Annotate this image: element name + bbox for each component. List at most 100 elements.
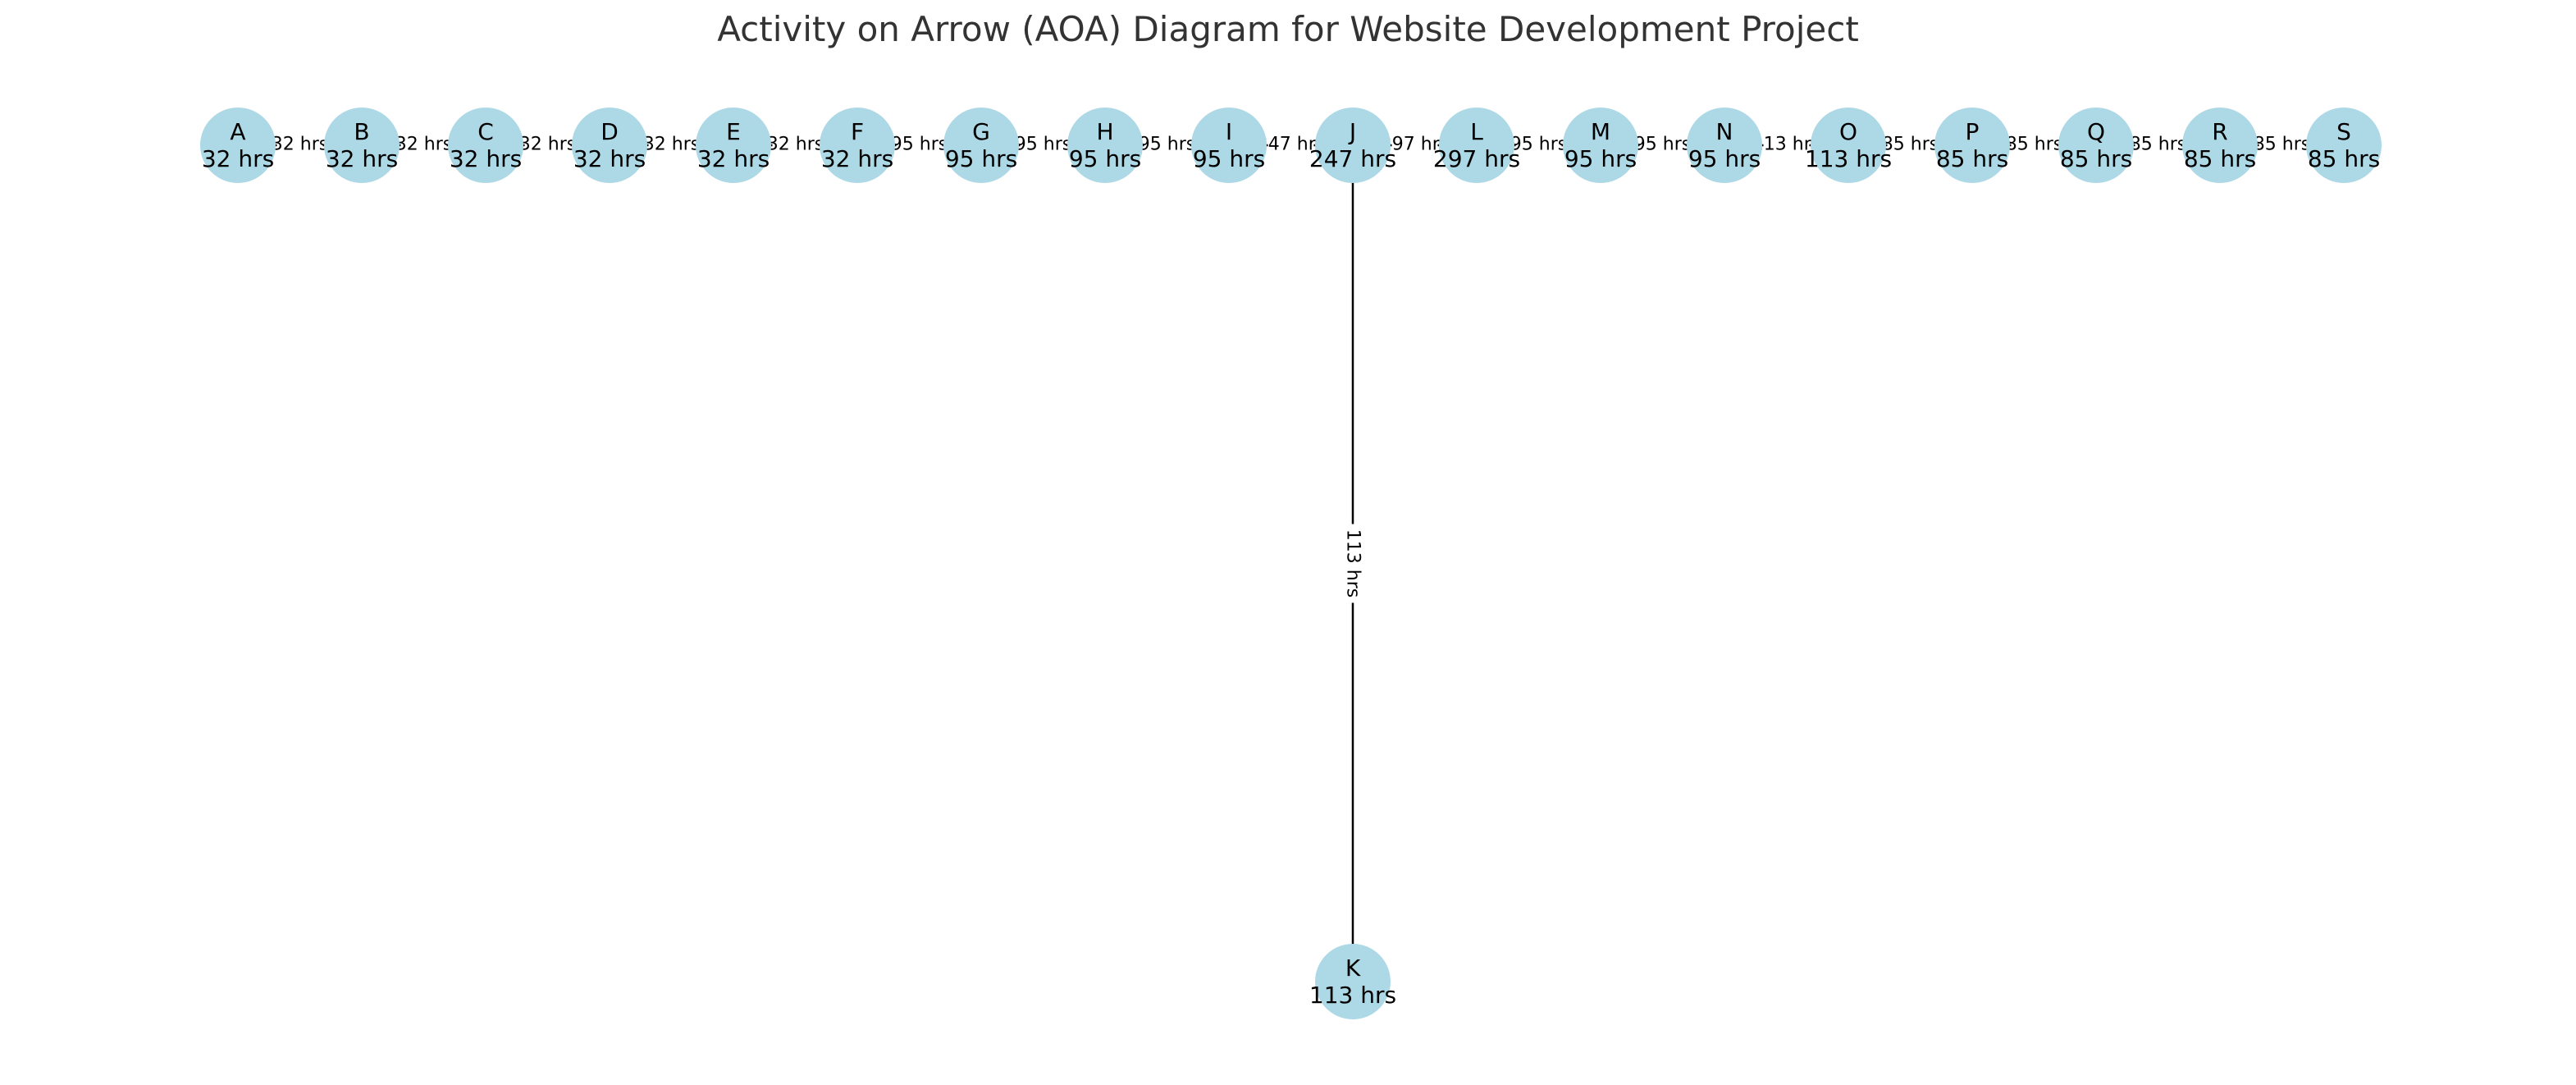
node-Q: Q85 hrs [2058, 108, 2134, 183]
node-circle [943, 108, 1019, 183]
edge-label-background [2135, 135, 2181, 153]
node-B: B32 hrs [324, 108, 400, 183]
edge-label: 32 hrs [519, 135, 576, 155]
node-label: M [1591, 118, 1610, 145]
node-duration: 32 hrs [573, 145, 646, 172]
node-circle [572, 108, 647, 183]
node-duration: 32 hrs [821, 145, 893, 172]
edge-label: 32 hrs [272, 135, 328, 155]
edge-label-background [648, 135, 695, 153]
node-circle [2306, 108, 2382, 183]
node-duration: 95 hrs [1564, 145, 1637, 172]
edge-label: 95 hrs [1510, 135, 1567, 155]
edge-label-background [1020, 135, 1066, 153]
edge-label: 297 hrs [1381, 135, 1449, 155]
edge-F-G: 95 hrs [857, 135, 981, 155]
node-F: F32 hrs [820, 108, 895, 183]
node-label: N [1716, 118, 1733, 145]
edge-label-background [1639, 135, 1686, 153]
node-label: A [230, 118, 245, 145]
node-S: S85 hrs [2306, 108, 2382, 183]
node-label: C [477, 118, 494, 145]
node-duration: 95 hrs [1069, 145, 1141, 172]
node-circle [696, 108, 771, 183]
node-circle [1315, 108, 1391, 183]
edge-label-background [1887, 135, 1934, 153]
node-duration: 85 hrs [2308, 145, 2380, 172]
node-duration: 85 hrs [2060, 145, 2132, 172]
node-duration: 113 hrs [1309, 982, 1396, 1009]
node-label: R [2212, 118, 2227, 145]
edge-label: 113 hrs [1343, 529, 1363, 597]
node-circle [1811, 108, 1886, 183]
edge-label-background [276, 135, 323, 153]
node-circle [1315, 944, 1391, 1019]
node-circle [1687, 108, 1762, 183]
node-G: G95 hrs [943, 108, 1019, 183]
node-A: A32 hrs [200, 108, 276, 183]
node-M: M95 hrs [1563, 108, 1638, 183]
edge-label-background [1763, 135, 1810, 153]
edge-label-background [2259, 135, 2305, 153]
node-label: P [1966, 118, 1980, 145]
edge-label: 95 hrs [1139, 135, 1195, 155]
edge-label: 32 hrs [767, 135, 824, 155]
edge-P-Q: 85 hrs [1972, 135, 2096, 155]
node-circle [1934, 108, 2010, 183]
node-label: S [2336, 118, 2351, 145]
node-label: E [726, 118, 741, 145]
edge-H-I: 95 hrs [1105, 135, 1229, 155]
node-E: E32 hrs [696, 108, 771, 183]
edge-label: 32 hrs [643, 135, 700, 155]
node-circle [2058, 108, 2134, 183]
node-circle [1067, 108, 1143, 183]
edge-label: 85 hrs [1882, 135, 1939, 155]
node-label: H [1096, 118, 1113, 145]
edge-Q-R: 85 hrs [2096, 135, 2220, 155]
edge-R-S: 85 hrs [2220, 135, 2344, 155]
node-N: N95 hrs [1687, 108, 1762, 183]
node-circle [2182, 108, 2258, 183]
node-circle [200, 108, 276, 183]
node-R: R85 hrs [2182, 108, 2258, 183]
node-circle [1191, 108, 1267, 183]
node-label: O [1839, 118, 1857, 145]
node-circle [324, 108, 400, 183]
node-label: D [601, 118, 619, 145]
node-label: J [1348, 118, 1356, 145]
node-duration: 85 hrs [2184, 145, 2256, 172]
edge-label: 85 hrs [2130, 135, 2186, 155]
node-duration: 32 hrs [697, 145, 770, 172]
diagram-title: Activity on Arrow (AOA) Diagram for Webs… [717, 9, 1859, 49]
node-H: H95 hrs [1067, 108, 1143, 183]
node-label: I [1226, 118, 1232, 145]
node-duration: 95 hrs [945, 145, 1017, 172]
edge-label: 32 hrs [395, 135, 452, 155]
edge-J-K: 113 hrs [1343, 145, 1363, 982]
edge-label-background [1515, 135, 1562, 153]
edge-label-background [1267, 135, 1314, 153]
node-duration: 85 hrs [1936, 145, 2008, 172]
edge-label-background [2011, 135, 2058, 153]
node-circle [1563, 108, 1638, 183]
node-C: C32 hrs [448, 108, 523, 183]
edge-label-background [1391, 135, 1438, 153]
node-label: Q [2087, 118, 2105, 145]
edge-label: 95 hrs [891, 135, 948, 155]
edge-label-background [772, 135, 819, 153]
node-duration: 32 hrs [326, 145, 398, 172]
node-duration: 32 hrs [450, 145, 522, 172]
edge-label-background [524, 135, 571, 153]
node-label: L [1470, 118, 1483, 145]
node-circle [1439, 108, 1514, 183]
edge-label: 95 hrs [1015, 135, 1071, 155]
edge-label: 247 hrs [1257, 135, 1325, 155]
edge-A-B: 32 hrs [238, 135, 362, 155]
edge-D-E: 32 hrs [610, 135, 733, 155]
edge-label: 85 hrs [2006, 135, 2062, 155]
